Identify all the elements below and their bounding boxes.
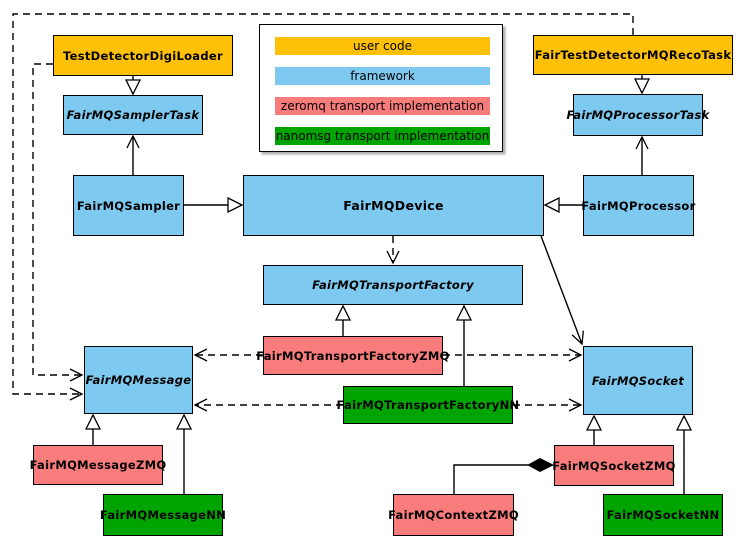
node-fairmqdevice: FairMQDevice <box>243 175 544 236</box>
node-fairmqtransportfactory: FairMQTransportFactory <box>263 265 523 305</box>
edge-assoc-device-socket <box>540 235 584 346</box>
node-fairmqmessage: FairMQMessage <box>84 346 193 414</box>
node-fairmqprocessor: FairMQProcessor <box>581 175 696 236</box>
node-fairmqcontextzmq: FairMQContextZMQ <box>388 494 519 536</box>
node-label: FairMQSocket <box>591 373 685 388</box>
node-label: FairMQTransportFactoryNN <box>336 398 520 412</box>
legend-label: nanomsg transport implementation <box>275 129 490 143</box>
node-label: FairMQSocketNN <box>606 508 720 522</box>
legend-label: user code <box>353 39 412 53</box>
node-label: FairMQTransportFactoryZMQ <box>256 348 450 363</box>
legend-item-zeromq: zeromq transport implementation <box>275 97 490 115</box>
node-fairmqtransportfactoryzmq: FairMQTransportFactoryZMQ <box>256 336 449 375</box>
node-label: FairMQDevice <box>343 198 444 213</box>
legend-label: zeromq transport implementation <box>280 99 485 113</box>
legend-item-framework: framework <box>275 67 490 85</box>
node-label: FairTestDetectorMQRecoTask <box>534 48 732 62</box>
composition-diamond <box>527 458 554 472</box>
node-fairmqtransportfactorynn: FairMQTransportFactoryNN <box>337 386 519 424</box>
node-fairmqsocketnn: FairMQSocketNN <box>603 494 723 536</box>
node-label: FairMQSocketZMQ <box>552 458 676 473</box>
legend-item-nanomsg: nanomsg transport implementation <box>275 127 490 145</box>
node-fairtestdetectormqrecotask: FairTestDetectorMQRecoTask <box>533 35 733 75</box>
node-label: FairMQMessageNN <box>99 508 227 522</box>
node-label: FairMQMessageZMQ <box>29 458 167 472</box>
legend: user code framework zeromq transport imp… <box>259 24 503 152</box>
node-label: FairMQSamplerTask <box>66 108 200 122</box>
node-fairmqsampler: FairMQSampler <box>73 175 184 236</box>
node-label: FairMQContextZMQ <box>388 508 519 522</box>
node-label: TestDetectorDigiLoader <box>63 48 223 63</box>
node-fairmqmessagezmq: FairMQMessageZMQ <box>30 445 166 485</box>
node-testdetectordigiloader: TestDetectorDigiLoader <box>53 35 233 76</box>
node-label: FairMQSampler <box>76 198 181 213</box>
node-label: FairMQTransportFactory <box>312 278 474 292</box>
node-fairmqsocketzmq: FairMQSocketZMQ <box>552 445 676 486</box>
node-label: FairMQMessage <box>85 373 192 387</box>
node-label: FairMQProcessorTask <box>566 108 710 122</box>
edge-comp-socketzmq-contextzmq <box>453 464 528 494</box>
edge-dep-recotask-message <box>12 13 634 401</box>
node-label: FairMQProcessor <box>581 198 696 213</box>
node-fairmqmessagenn: FairMQMessageNN <box>99 494 227 536</box>
node-fairmqprocessortask: FairMQProcessorTask <box>566 94 709 136</box>
legend-item-user-code: user code <box>275 37 490 55</box>
node-fairmqsamplertask: FairMQSamplerTask <box>63 95 203 135</box>
legend-label: framework <box>350 69 415 83</box>
node-fairmqsocket: FairMQSocket <box>583 346 693 415</box>
